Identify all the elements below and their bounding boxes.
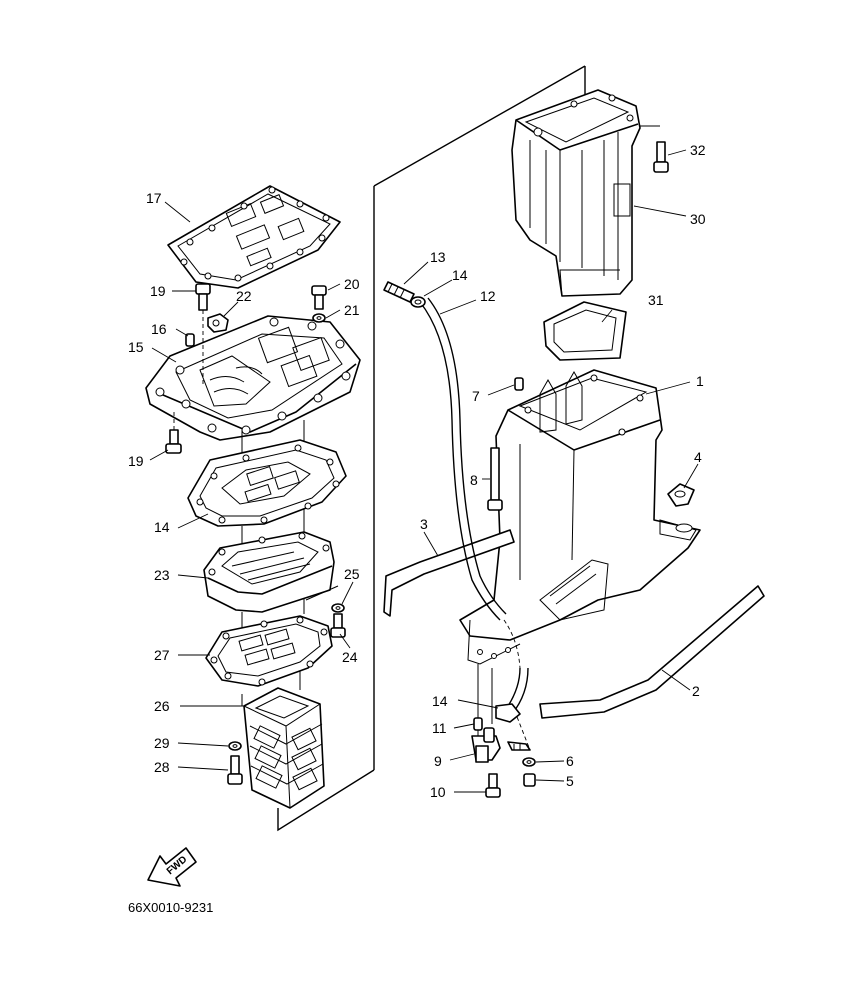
- callout-30: 30: [690, 211, 706, 227]
- lower-casing-1: [459, 369, 701, 665]
- callout-26: 26: [154, 698, 170, 714]
- dowel-pin-17: [185, 333, 195, 347]
- bolt-8: [487, 447, 503, 511]
- gasket-15: [187, 439, 347, 527]
- fitting-13: [383, 281, 415, 303]
- dowel-pin-11: [473, 717, 483, 731]
- callout-31: 31: [648, 292, 664, 308]
- bolt-32: [640, 125, 669, 173]
- callout-4: 4: [694, 449, 702, 465]
- bolt-guide-line: [305, 585, 339, 601]
- callout-1: 1: [696, 373, 704, 389]
- grommet-4: [667, 483, 695, 507]
- callout-23: 23: [154, 567, 170, 583]
- upper-casing-30: [511, 89, 641, 297]
- bolt-10: [485, 773, 501, 798]
- callout-labels: 17 19 22 20 21 16 15 19 14 23 25 24 27 2…: [128, 142, 706, 800]
- callout-16: 15: [128, 339, 144, 355]
- seal-strip-2: [539, 585, 765, 719]
- clip-14-upper: [410, 296, 426, 308]
- callout-20: 20: [344, 276, 360, 292]
- callout-13: 13: [430, 249, 446, 265]
- callout-5: 5: [566, 773, 574, 789]
- bolt-19-upper: [195, 283, 211, 386]
- callout-14-lower: 14: [432, 693, 448, 709]
- callout-9: 9: [434, 753, 442, 769]
- callout-24: 24: [342, 649, 358, 665]
- leader-lines: [149, 149, 699, 793]
- callout-27: 27: [154, 647, 170, 663]
- fitting-22: [207, 313, 229, 333]
- washer-6: [522, 757, 536, 767]
- callout-19-upper: 19: [150, 283, 166, 299]
- gasket-27: [205, 615, 333, 687]
- frame-lines: [277, 65, 586, 832]
- fitting-9: [471, 727, 501, 763]
- callout-3: 3: [420, 516, 428, 532]
- callout-14-upper: 14: [452, 267, 468, 283]
- callout-32: 32: [690, 142, 706, 158]
- dowel-pin-7: [514, 377, 524, 391]
- callout-2: 2: [692, 683, 700, 699]
- callout-29: 29: [154, 735, 170, 751]
- bolt-19-lower: [165, 410, 182, 454]
- exhaust-guide-16: [145, 315, 361, 441]
- callout-15: 14: [154, 519, 170, 535]
- bolt-28: [227, 755, 243, 785]
- callout-18: 17: [146, 190, 162, 206]
- callout-19-lower: 19: [128, 453, 144, 469]
- washer-25: [331, 603, 345, 613]
- plate-23: [203, 531, 335, 613]
- bolt-20: [311, 285, 327, 310]
- callout-10: 10: [430, 784, 446, 800]
- hose-joint: [507, 741, 531, 751]
- muffler-26: [243, 687, 325, 809]
- callout-22: 22: [236, 288, 252, 304]
- forward-arrow-icon: FWD: [147, 847, 197, 887]
- seal-31: [543, 301, 627, 361]
- callout-17: 16: [151, 321, 167, 337]
- top-gasket-18: [167, 185, 341, 289]
- bolt-5: [523, 773, 536, 787]
- washer-29: [228, 741, 242, 751]
- washer-21: [312, 313, 326, 323]
- callout-8: 8: [470, 472, 478, 488]
- callout-12: 12: [480, 288, 496, 304]
- callout-6: 6: [566, 753, 574, 769]
- bolt-24: [330, 613, 346, 638]
- callout-21: 21: [344, 302, 360, 318]
- callout-28: 28: [154, 759, 170, 775]
- callout-11: 11: [432, 720, 447, 736]
- diagram-code: 66X0010-9231: [128, 900, 213, 915]
- clip-14-lower: [495, 703, 521, 723]
- seal-strip-3: [383, 529, 515, 617]
- callout-7: 7: [472, 388, 480, 404]
- callout-25: 25: [344, 566, 360, 582]
